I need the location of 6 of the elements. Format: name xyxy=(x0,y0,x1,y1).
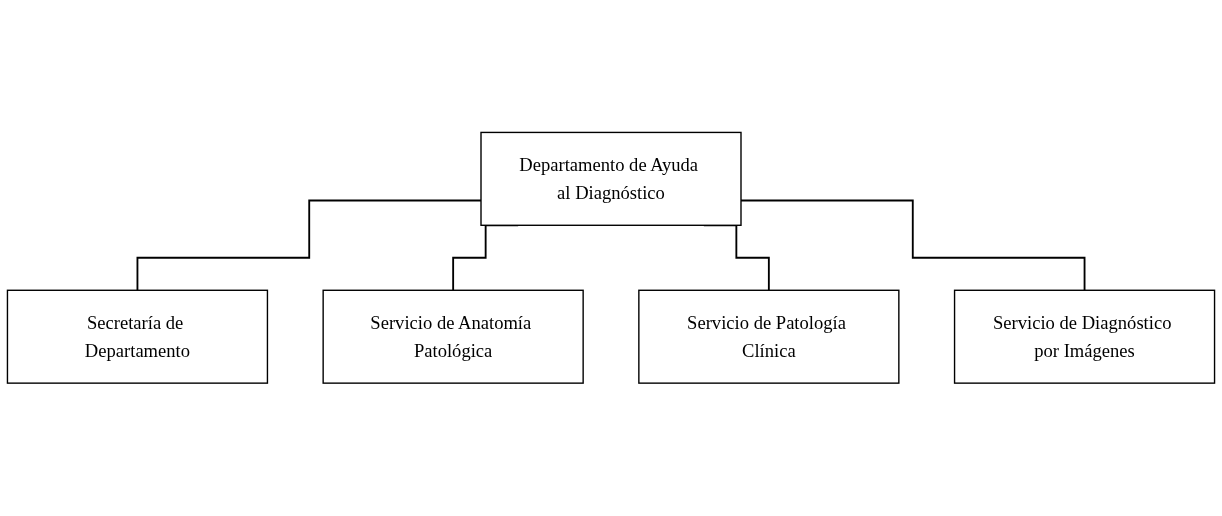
node-box: Servicio de Diagnóstico por Imágenes xyxy=(953,289,1216,385)
node-box: Servicio de Anatomía Patológica xyxy=(322,289,584,385)
node-box: Servicio de Patología Clínica xyxy=(638,289,900,385)
connector xyxy=(136,199,482,292)
node-box: Secretaría de Departamento xyxy=(6,289,269,385)
node-box: Departamento de Ayuda al Diagnóstico xyxy=(480,131,742,227)
